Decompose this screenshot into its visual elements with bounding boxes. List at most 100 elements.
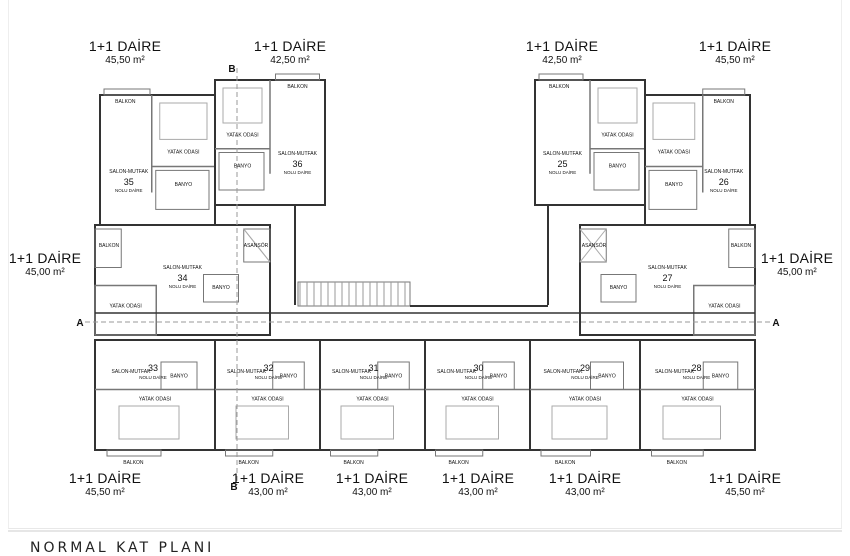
bathroom-label: BANYO: [175, 182, 193, 188]
unit-area: 42,50 m²: [542, 55, 582, 66]
bathroom-outline: [482, 361, 515, 390]
unit-area: 42,50 m²: [270, 55, 310, 66]
living-kitchen-label: SALON-MUTFAK: [437, 369, 477, 375]
unit-number-suffix: NOLU DAİRE: [360, 374, 388, 380]
balcony-label: BALKON: [115, 99, 136, 105]
staircase: [297, 281, 411, 307]
balcony-label: BALKON: [123, 460, 144, 466]
unit-type: 1+1 DAİRE: [708, 470, 782, 486]
unit-area: 45,00 m²: [777, 267, 817, 278]
living-kitchen-label: SALON-MUTFAK: [543, 151, 583, 157]
bathroom-outline: [377, 361, 410, 390]
bathroom-outline: [218, 152, 265, 191]
balcony-label: BALKON: [714, 99, 735, 105]
unit-area: 43,00 m²: [248, 487, 288, 498]
unit-type: 1+1 DAİRE: [231, 470, 305, 486]
unit-number-suffix: NOLU DAİRE: [255, 374, 283, 380]
bathroom-outline: [155, 169, 210, 210]
plan-title: NORMAL KAT PLANI: [30, 540, 215, 556]
balcony-outline: [651, 449, 704, 457]
unit-type: 1+1 DAİRE: [335, 470, 409, 486]
bed-icon: [222, 87, 263, 124]
bed-icon: [340, 405, 394, 440]
unit-number-suffix: NOLU DAİRE: [654, 283, 682, 289]
bed-icon: [652, 102, 696, 140]
unit-type: 1+1 DAİRE: [441, 470, 515, 486]
elevator-shaft: [579, 228, 607, 263]
living-kitchen-label: SALON-MUTFAK: [163, 265, 203, 271]
bedroom-label: YATAK ODASI: [658, 150, 690, 156]
bathroom-label: BANYO: [490, 373, 508, 379]
unit-type: 1+1 DAİRE: [253, 38, 327, 54]
unit-area: 45,50 m²: [105, 55, 145, 66]
balcony-outline: [106, 449, 162, 457]
bedroom-label: YATAK ODASI: [681, 397, 713, 403]
unit-number: 34: [177, 273, 187, 283]
elevator-cross: [243, 228, 271, 263]
balcony-label: BALKON: [555, 460, 576, 466]
elevator-shaft: [243, 228, 271, 263]
bedroom-label: YATAK ODASI: [356, 397, 388, 403]
unit-number: 28: [691, 363, 701, 373]
unit-number: 29: [580, 363, 590, 373]
unit-31-walls: [319, 339, 426, 451]
bathroom-label: BANYO: [598, 373, 616, 379]
balcony-label: BALKON: [731, 243, 752, 249]
unit-number: 25: [557, 159, 567, 169]
balcony-label: BALKON: [238, 460, 259, 466]
unit-type: 1+1 DAİRE: [698, 38, 772, 54]
unit-32-walls: [214, 339, 321, 451]
living-kitchen-label: SALON-MUTFAK: [704, 169, 744, 175]
unit-type: 1+1 DAİRE: [760, 250, 834, 266]
bathroom-outline: [160, 361, 198, 390]
unit-number: 32: [263, 363, 273, 373]
bedroom-label: YATAK ODASI: [601, 132, 633, 138]
balcony-outline: [435, 449, 484, 457]
bathroom-label: BANYO: [609, 164, 627, 170]
bathroom-label: BANYO: [212, 285, 230, 291]
bathroom-outline: [600, 274, 637, 303]
unit-27-walls: [579, 224, 756, 336]
bedroom-label: YATAK ODASI: [110, 304, 142, 310]
bed-icon: [235, 405, 289, 440]
unit-number: 31: [368, 363, 378, 373]
unit-area: 45,50 m²: [725, 487, 765, 498]
bedroom-walls: [94, 284, 157, 336]
balcony-label: BALKON: [287, 84, 308, 90]
balcony-outline: [728, 228, 756, 268]
floor-plan: BALKON YATAK ODASI BANYO SALON-MUTFAK 35NOLU…: [76, 64, 779, 493]
bed-icon: [445, 405, 499, 440]
balcony-outline: [538, 73, 584, 81]
balcony-label: BALKON: [99, 243, 120, 249]
bathroom-outline: [203, 274, 239, 303]
unit-number: 36: [292, 159, 302, 169]
unit-number: 35: [124, 177, 134, 187]
unit-number: 30: [473, 363, 483, 373]
unit-number-suffix: NOLU DAİRE: [571, 374, 599, 380]
balcony-outline: [225, 449, 274, 457]
balcony-label: BALKON: [549, 84, 570, 90]
bed-icon: [551, 405, 608, 440]
bedroom-label: YATAK ODASI: [569, 397, 601, 403]
bathroom-outline: [648, 169, 698, 210]
bed-icon: [662, 405, 721, 440]
unit-area: 45,50 m²: [85, 487, 125, 498]
bathroom-label: BANYO: [385, 373, 403, 379]
living-kitchen-label: SALON-MUTFAK: [112, 369, 152, 375]
living-kitchen-label: SALON-MUTFAK: [278, 151, 318, 157]
drawing-frame: [8, 0, 842, 529]
living-kitchen-label: SALON-MUTFAK: [332, 369, 372, 375]
bathroom-outline: [590, 361, 624, 390]
unit-26-walls: [644, 94, 751, 226]
unit-area: 43,00 m²: [565, 487, 605, 498]
unit-35-walls: [99, 94, 216, 226]
